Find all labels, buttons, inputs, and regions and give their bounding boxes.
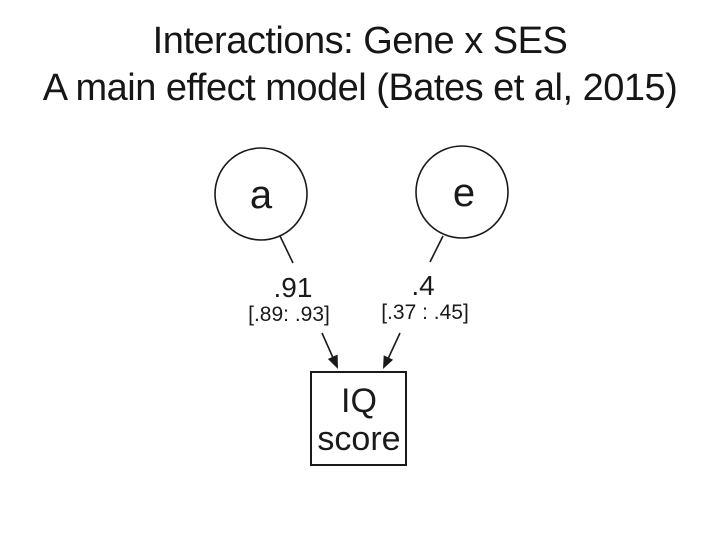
observed-node-iq-box <box>310 371 407 466</box>
edge-e-lower-segment <box>386 332 401 362</box>
edge-e-upper-segment <box>429 235 444 263</box>
title-line-1: Interactions: Gene x SES <box>152 20 568 62</box>
observed-node-label-line1: IQ <box>341 382 377 420</box>
latent-node-e-circle <box>415 145 509 239</box>
latent-node-a-circle <box>214 147 308 241</box>
latent-node-a-label: a <box>250 173 273 217</box>
edge-a-upper-segment <box>279 235 294 264</box>
edge-e-estimate: .4 <box>411 270 434 301</box>
latent-node-e-label: e <box>453 171 475 215</box>
title-line-2: A main effect model (Bates et al, 2015) <box>42 67 678 109</box>
slide-title: Interactions: Gene x SES A main effect m… <box>0 18 720 112</box>
edge-a-lower-segment <box>321 332 335 361</box>
edge-a-estimate: .91 <box>274 272 313 303</box>
edge-e-confidence-interval: [.37 : .45] <box>381 301 469 324</box>
edge-e-arrowhead-icon <box>383 355 394 369</box>
edge-a-confidence-interval: [.89: .93] <box>248 303 330 326</box>
observed-node-label-line2: score <box>317 420 400 458</box>
edge-a-arrowhead-icon <box>327 354 338 369</box>
